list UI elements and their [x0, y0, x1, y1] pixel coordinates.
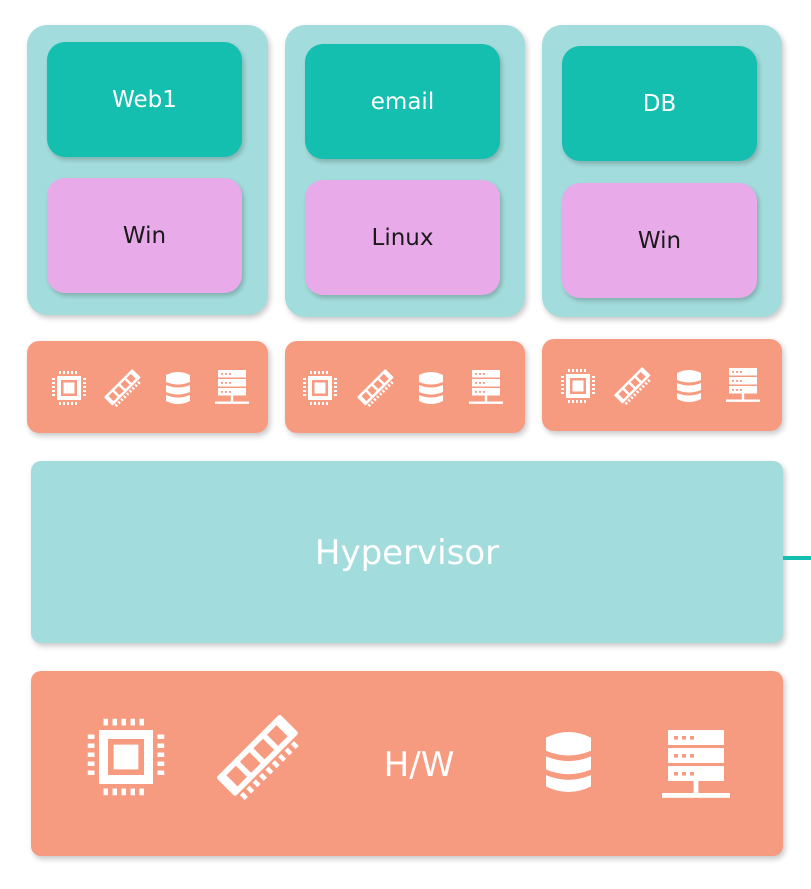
cpu-icon [558, 366, 598, 406]
application-box: email [305, 44, 500, 159]
cpu-icon [300, 368, 340, 408]
memory-icon [214, 712, 304, 802]
server-network-icon [723, 366, 763, 406]
os-box: Win [562, 183, 757, 298]
storage-icon [158, 368, 198, 408]
virtual-resources-2 [285, 341, 525, 433]
server-network-icon [466, 368, 506, 408]
vm-container-3: DB Win [542, 25, 782, 317]
vm-container-2: email Linux [285, 25, 525, 317]
memory-icon [103, 368, 143, 408]
application-label: email [370, 88, 435, 115]
hypervisor-layer: Hypervisor [31, 461, 783, 643]
cpu-icon [49, 368, 89, 408]
virtual-resources-3 [542, 339, 782, 431]
storage-icon [669, 366, 709, 406]
virtual-resources-1 [27, 341, 268, 433]
os-box: Linux [305, 180, 500, 295]
application-label: Web1 [112, 86, 177, 113]
application-label: DB [642, 90, 677, 117]
application-box: Web1 [47, 42, 242, 157]
hardware-layer: H/W [31, 671, 783, 856]
server-network-icon [212, 368, 252, 408]
vm-container-1: Web1 Win [27, 25, 268, 315]
os-label: Linux [371, 224, 434, 251]
application-box: DB [562, 46, 757, 161]
os-box: Win [47, 178, 242, 293]
cpu-icon [81, 712, 171, 802]
hypervisor-label: Hypervisor [314, 533, 500, 573]
memory-icon [613, 366, 653, 406]
hardware-label: H/W [383, 745, 455, 785]
connector-line [783, 556, 811, 560]
storage-icon [531, 721, 606, 803]
os-label: Win [122, 222, 167, 249]
os-label: Win [637, 227, 682, 254]
storage-icon [411, 368, 451, 408]
memory-icon [356, 368, 396, 408]
server-network-icon [656, 726, 736, 806]
